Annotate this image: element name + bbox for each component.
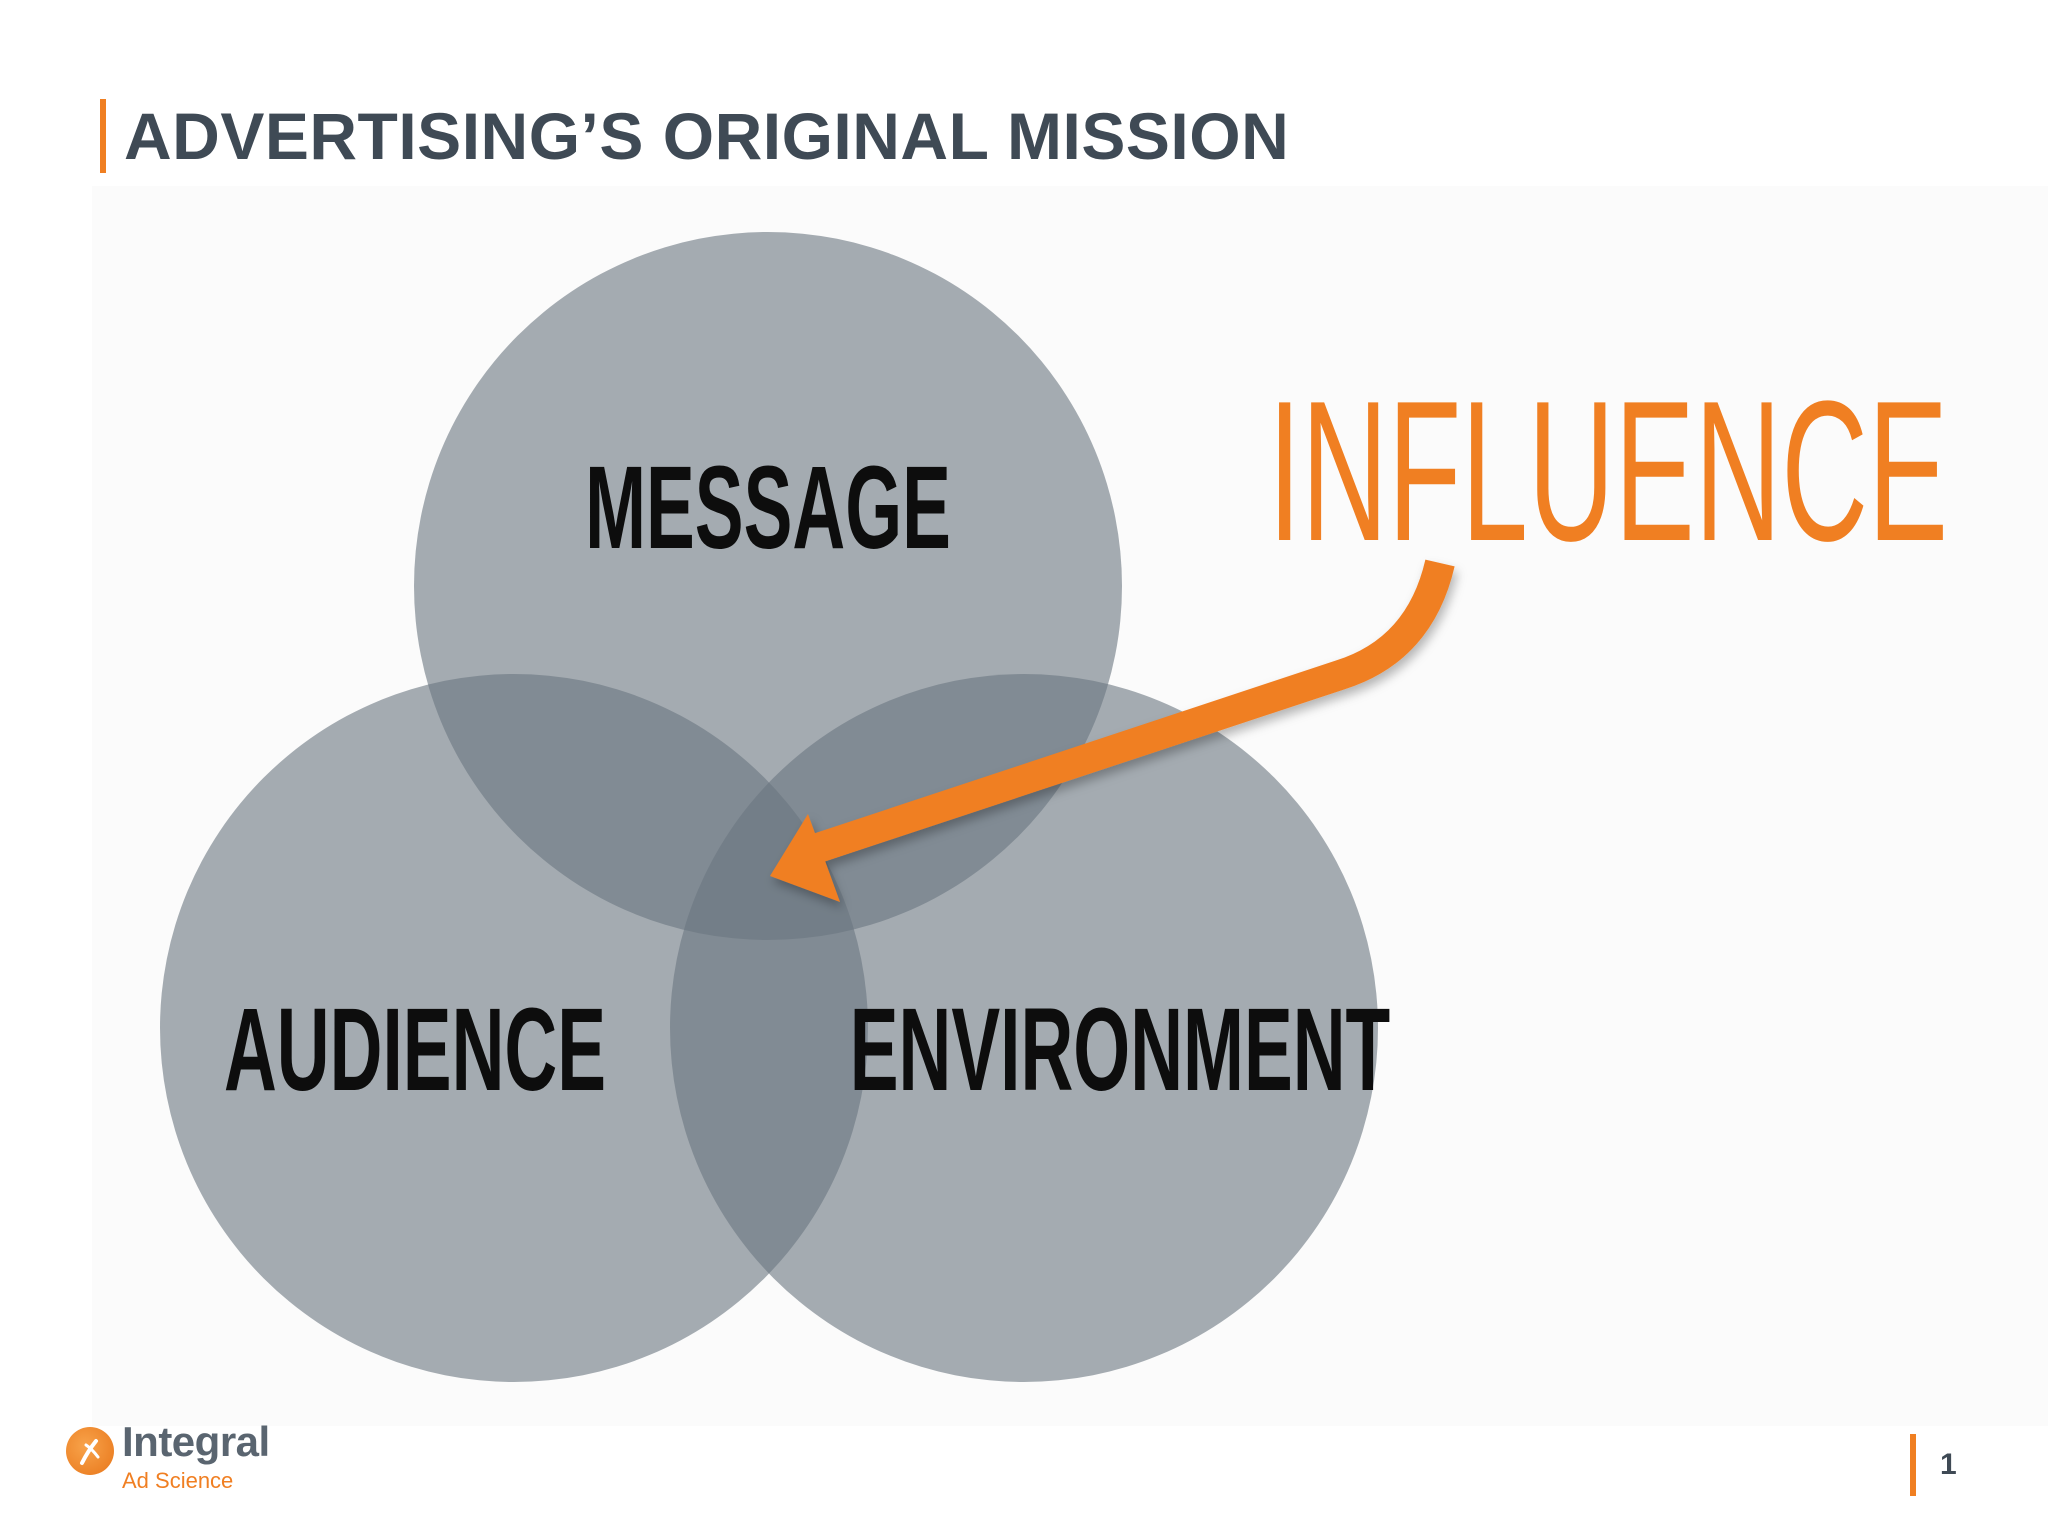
slide-title: ADVERTISING’S ORIGINAL MISSION <box>124 99 1290 173</box>
arrow-head <box>770 814 840 902</box>
audience-circle <box>160 674 868 1382</box>
environment-label: ENVIRONMENT <box>850 983 1390 1115</box>
message-label: MESSAGE <box>585 441 951 573</box>
audience-label: AUDIENCE <box>224 983 606 1115</box>
logo-subtitle: Ad Science <box>122 1468 234 1493</box>
logo-mark-icon <box>66 1427 114 1475</box>
influence-arrow <box>770 559 1455 902</box>
page-number: 1 <box>1940 1448 1957 1481</box>
logo-wordmark: Integral <box>122 1418 270 1465</box>
influence-callout: INFLUENCE <box>1268 359 1948 582</box>
integral-ad-science-logo: Integral Ad Science <box>66 1418 306 1500</box>
slide-title-block: ADVERTISING’S ORIGINAL MISSION <box>100 96 1289 176</box>
page-number-accent-bar <box>1910 1434 1916 1496</box>
title-accent-bar <box>100 99 106 173</box>
